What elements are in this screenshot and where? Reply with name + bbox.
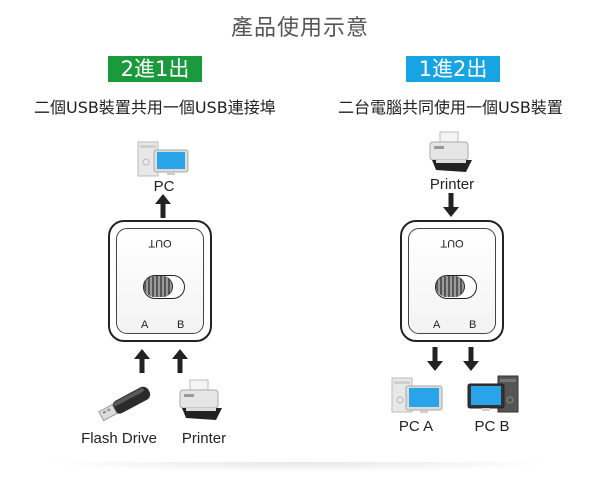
- port-a-label: A: [141, 319, 149, 331]
- pc-icon: [137, 141, 189, 177]
- port-a-label: A: [433, 319, 441, 331]
- left-output-label: PC: [153, 178, 175, 195]
- port-b-label: B: [469, 319, 477, 331]
- bottom-shadow-divider: [40, 462, 560, 472]
- switch-slider[interactable]: [435, 275, 477, 299]
- flash-drive-label: Flash Drive: [81, 430, 157, 447]
- arrow-up-icon: [172, 349, 188, 373]
- left-usb-switch: OUT A B: [108, 220, 212, 342]
- arrow-down-icon: [463, 347, 479, 371]
- right-subtitle: 二台電腦共同使用一個USB裝置: [338, 98, 563, 117]
- arrow-down-icon: [443, 193, 459, 217]
- page-title: 產品使用示意: [230, 16, 369, 41]
- printer-label: Printer: [181, 430, 227, 447]
- pc-a-icon: [391, 377, 443, 413]
- out-port-label: OUT: [440, 237, 464, 249]
- arrow-up-icon: [155, 194, 171, 218]
- out-port-label: OUT: [148, 237, 172, 249]
- pc-a-label: PC A: [398, 418, 434, 435]
- right-usb-switch: OUT A B: [400, 220, 504, 342]
- left-subtitle: 二個USB裝置共用一個USB連接埠: [34, 98, 276, 117]
- arrow-down-icon: [427, 347, 443, 371]
- printer-icon: [179, 379, 222, 420]
- pc-b-label: PC B: [474, 418, 510, 435]
- arrow-up-icon: [134, 349, 150, 373]
- port-b-label: B: [177, 319, 185, 331]
- printer-icon: [429, 131, 472, 172]
- switch-slider[interactable]: [143, 275, 185, 299]
- left-mode-badge: 2進1出: [108, 56, 202, 82]
- pc-b-icon: [467, 375, 519, 413]
- right-mode-badge: 1進2出: [406, 56, 500, 82]
- right-input-label: Printer: [429, 176, 475, 193]
- flash-drive-icon: [98, 386, 151, 422]
